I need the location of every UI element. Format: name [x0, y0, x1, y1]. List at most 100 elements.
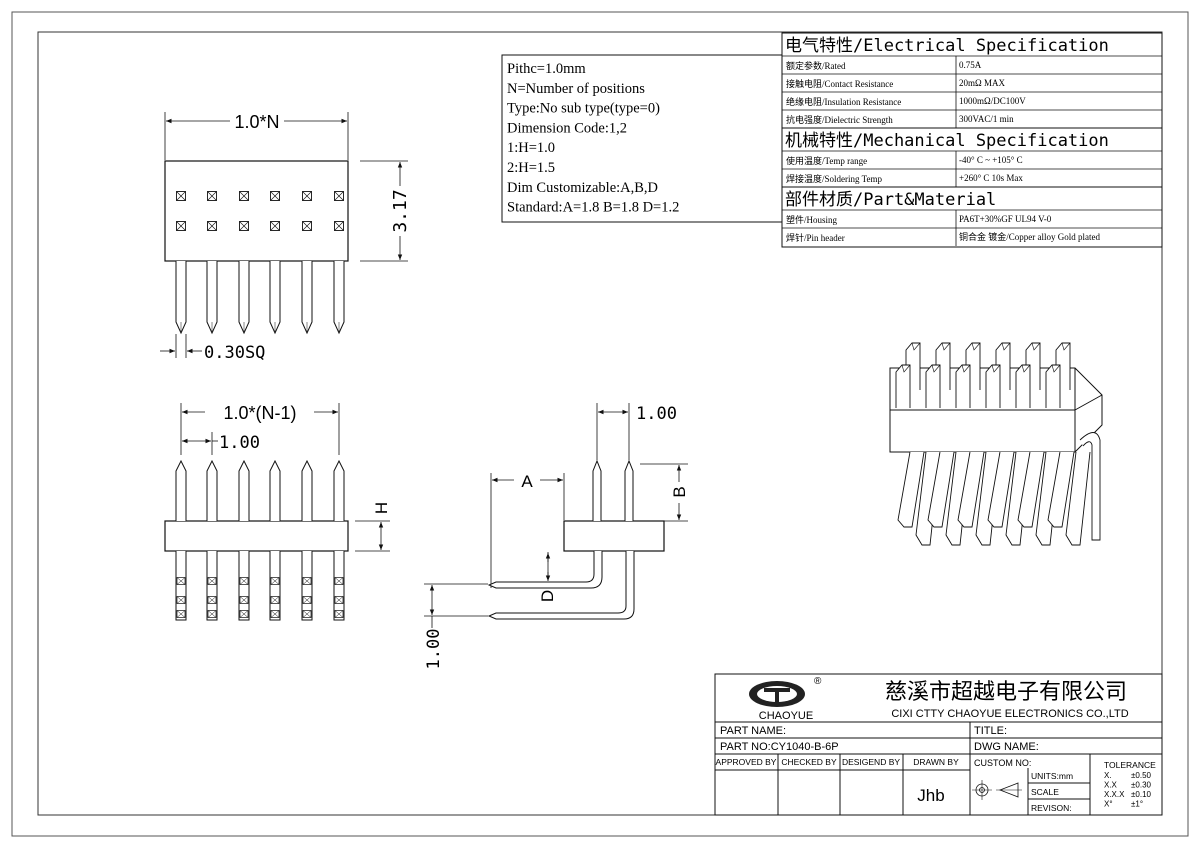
side-pitch-dim: 1.00	[636, 404, 677, 424]
revision-label: REVISON:	[1031, 803, 1072, 813]
side-vertical-pins	[592, 459, 634, 521]
iso-pin-bottom-front	[897, 451, 925, 528]
hole	[270, 221, 280, 231]
d-dim: D	[538, 590, 557, 602]
note-line: Dim Customizable:A,B,D	[507, 180, 658, 196]
bottom-pin-top	[333, 459, 345, 521]
bottom-pin-tail	[238, 551, 250, 621]
pin-mark	[176, 577, 186, 585]
tolerance-value: ±1°	[1131, 800, 1143, 809]
b-dim: B	[670, 486, 689, 497]
logo-text: CHAOYUE	[759, 710, 813, 722]
pin-mark	[239, 596, 249, 604]
pin-mark	[334, 596, 344, 604]
note-line: N=Number of positions	[507, 81, 645, 97]
bottom-pin-top	[238, 459, 250, 521]
tolerance-key: X.	[1104, 771, 1112, 780]
company-name-en: CIXI CTTY CHAOYUE ELECTRONICS CO.,LTD	[891, 708, 1128, 720]
spec-value: 铜合金 镀金/Copper alloy Gold plated	[959, 231, 1100, 242]
note-line: 2:H=1.5	[507, 160, 555, 176]
right-angle-pin-upper	[487, 551, 603, 589]
bottom-pin-top	[301, 459, 313, 521]
hole	[302, 191, 312, 201]
hole	[207, 221, 217, 231]
front-holes	[176, 191, 344, 231]
note-line: Dimension Code:1,2	[507, 120, 627, 136]
pin-mark	[334, 610, 344, 618]
pin-mark	[334, 577, 344, 585]
spec-section-header: 部件材质/Part&Material	[785, 190, 996, 210]
side-housing	[563, 520, 665, 552]
side-pin	[592, 459, 602, 521]
pin-mark	[302, 577, 312, 585]
iso-pin-top-front	[925, 364, 941, 408]
tolerance-key: X.X.X	[1104, 790, 1125, 799]
dwg-name-label: DWG NAME:	[974, 741, 1039, 753]
side-pin	[624, 459, 634, 521]
isometric-view	[889, 342, 1103, 546]
a-dim: A	[521, 472, 533, 491]
checked-by-label: CHECKED BY	[781, 757, 837, 767]
hole	[334, 221, 344, 231]
spec-label: 焊接温度/Soldering Temp	[786, 173, 882, 184]
spec-value: 1000mΩ/DC100V	[959, 96, 1026, 106]
bottom-pin-top	[269, 459, 281, 521]
right-angle-pin-lower	[487, 551, 635, 620]
drawn-by-value: Jhb	[917, 786, 944, 805]
tolerance-value: ±0.50	[1131, 771, 1152, 780]
spec-label: 焊针/Pin header	[786, 232, 845, 243]
pin-size-dim: 0.30SQ	[204, 343, 265, 363]
tolerance-value: ±0.30	[1131, 781, 1152, 790]
iso-pin-top-front	[1015, 364, 1031, 408]
bottom-pins	[175, 459, 345, 621]
spec-label: 使用温度/Temp range	[786, 155, 867, 166]
pin-mark	[302, 596, 312, 604]
pin-mark	[176, 596, 186, 604]
side-view: 1.00 A B D 1.00	[424, 403, 689, 669]
title-label: TITLE:	[974, 725, 1007, 737]
tolerance-rows: X.±0.50X.X±0.30X.X.X±0.10X°±1°	[1104, 771, 1152, 809]
bottom-pin-top	[206, 459, 218, 521]
spec-label: 额定参数/Rated	[786, 60, 846, 71]
tolerance-key: X°	[1104, 800, 1113, 809]
iso-pin-bottom-front	[1047, 451, 1075, 528]
bottom-pin-tail	[175, 551, 187, 621]
front-width-dim: 1.0*N	[234, 112, 279, 132]
pin-mark	[270, 596, 280, 604]
pin-mark	[207, 596, 217, 604]
tolerance-header: TOLERANCE	[1104, 760, 1156, 770]
bottom-housing	[164, 520, 349, 552]
pin-mark	[207, 610, 217, 618]
hole	[176, 221, 186, 231]
scale-label: SCALE	[1031, 787, 1059, 797]
custom-no-label: CUSTOM NO:	[974, 758, 1031, 768]
pin-mark	[270, 610, 280, 618]
company-name-cn: 慈溪市超越电子有限公司	[885, 679, 1127, 704]
part-name-label: PART NAME:	[720, 725, 786, 737]
drawn-by-label: DRAWN BY	[913, 757, 959, 767]
spec-value: 0.75A	[959, 60, 982, 70]
spec-value: +260° C 10s Max	[959, 173, 1023, 183]
hole	[334, 191, 344, 201]
bottom-pin-tail	[206, 551, 218, 621]
front-pins	[175, 261, 345, 335]
pin-mark	[176, 610, 186, 618]
spec-value: PA6T+30%GF UL94 V-0	[959, 214, 1052, 224]
outer-border	[11, 11, 1189, 837]
spec-label: 接触电阻/Contact Resistance	[786, 78, 893, 89]
iso-bent-pin	[1079, 432, 1101, 541]
hole	[302, 221, 312, 231]
spec-value: -40° C ~ +105° C	[959, 155, 1023, 165]
company-logo: ®	[749, 676, 822, 707]
note-line: 1:H=1.0	[507, 140, 555, 156]
pin-mark	[270, 577, 280, 585]
note-line: Type:No sub type(type=0)	[507, 101, 660, 117]
iso-pin-bottom-front	[987, 451, 1015, 528]
front-housing	[164, 160, 349, 262]
title-block: ® CHAOYUE 慈溪市超越电子有限公司 CIXI CTTY CHAOYUE …	[714, 673, 1163, 816]
pin-mark	[207, 577, 217, 585]
spec-value: 20mΩ MAX	[959, 78, 1005, 88]
spec-label: 抗电强度/Dielectric Strength	[786, 114, 893, 125]
approved-by-label: APPROVED BY	[716, 757, 777, 767]
